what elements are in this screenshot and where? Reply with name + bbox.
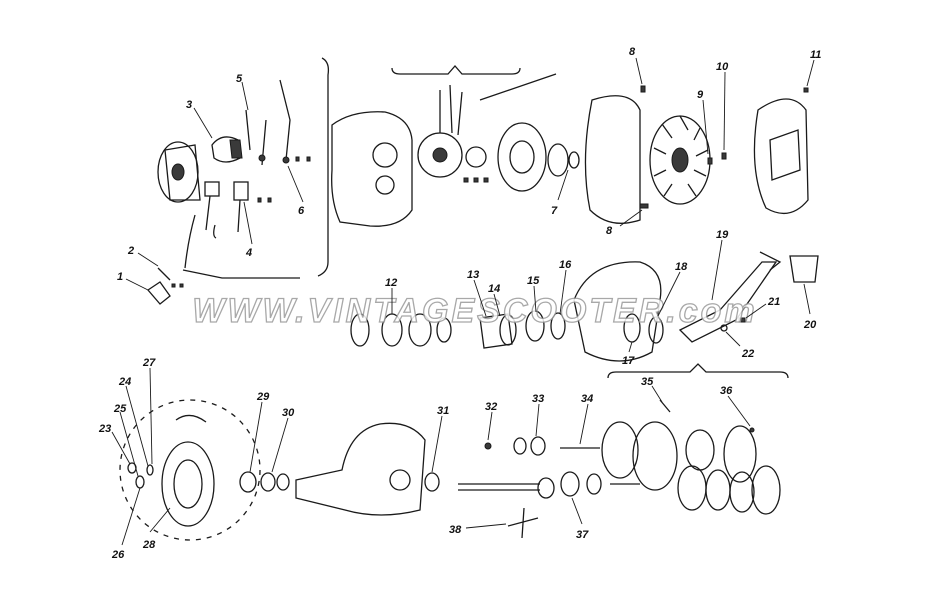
part-number-16: 16 bbox=[559, 259, 572, 271]
part-number-11: 11 bbox=[810, 49, 821, 61]
part-number-38: 38 bbox=[449, 524, 462, 536]
part-number-31: 31 bbox=[437, 405, 449, 417]
part-number-29: 29 bbox=[256, 391, 270, 403]
part-number-18: 18 bbox=[675, 261, 688, 273]
part-number-36: 36 bbox=[720, 385, 733, 397]
part-number-17: 17 bbox=[622, 355, 635, 367]
part-number-37: 37 bbox=[576, 529, 589, 541]
watermark-text: WWW.VINTAGESCOOTER.com bbox=[192, 292, 757, 330]
part-number-1: 1 bbox=[117, 271, 123, 283]
part-number-35: 35 bbox=[641, 376, 654, 388]
clutch-drive-assembly-drawing bbox=[119, 363, 789, 541]
part-number-12: 12 bbox=[385, 277, 397, 289]
kickstart-assembly-drawing bbox=[350, 251, 819, 362]
part-number-8-bottom: 8 bbox=[606, 225, 613, 237]
part-number-25: 25 bbox=[113, 403, 127, 415]
part-number-27: 27 bbox=[142, 357, 156, 369]
part-number-7: 7 bbox=[551, 205, 558, 217]
part-number-4: 4 bbox=[245, 247, 252, 259]
part-number-10: 10 bbox=[716, 61, 729, 73]
part-number-28: 28 bbox=[142, 539, 156, 551]
part-number-20: 20 bbox=[803, 319, 817, 331]
part-number-9: 9 bbox=[697, 89, 704, 101]
part-number-15: 15 bbox=[527, 275, 540, 287]
part-number-24: 24 bbox=[118, 376, 131, 388]
part-number-2: 2 bbox=[127, 245, 134, 257]
part-number-8-top: 8 bbox=[629, 46, 636, 58]
part-number-13: 13 bbox=[467, 269, 479, 281]
part-number-6: 6 bbox=[298, 205, 305, 217]
part-number-23: 23 bbox=[98, 423, 111, 435]
part-number-22: 22 bbox=[741, 348, 754, 360]
part-number-21: 21 bbox=[767, 296, 780, 308]
part-number-5: 5 bbox=[236, 73, 243, 85]
part-number-32: 32 bbox=[485, 401, 497, 413]
part-number-30: 30 bbox=[282, 407, 295, 419]
part-number-14: 14 bbox=[488, 283, 500, 295]
part-number-3: 3 bbox=[186, 99, 192, 111]
ignition-assembly-drawing bbox=[147, 57, 330, 305]
part-number-34: 34 bbox=[581, 393, 593, 405]
part-number-19: 19 bbox=[716, 229, 729, 241]
part-number-26: 26 bbox=[111, 549, 125, 561]
flywheel-assembly-drawing bbox=[331, 65, 809, 227]
part-number-33: 33 bbox=[532, 393, 544, 405]
